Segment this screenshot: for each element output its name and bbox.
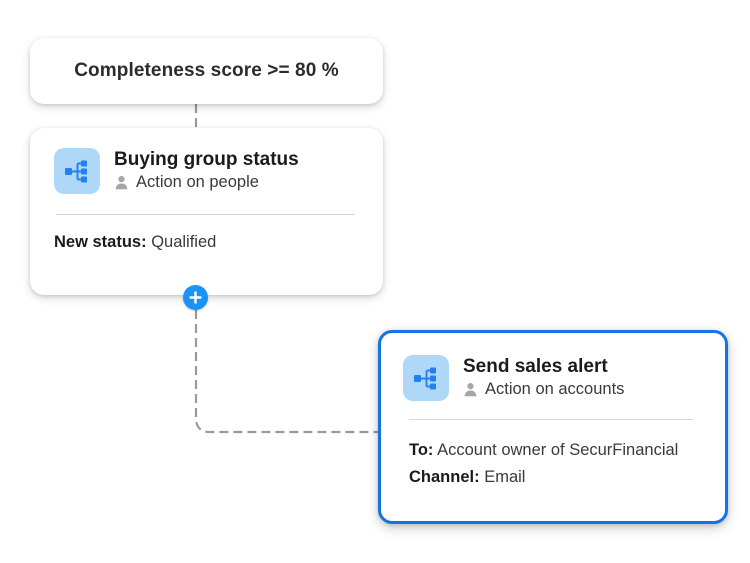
detail-value: Email	[484, 468, 526, 487]
hierarchy-icon	[54, 148, 100, 194]
person-icon	[115, 176, 128, 190]
condition-label: Completeness score >= 80 %	[74, 60, 339, 81]
card-divider	[409, 419, 693, 420]
detail-label: New status:	[54, 233, 147, 251]
card-divider	[56, 214, 355, 215]
card-detail-row: New status: Qualified	[54, 232, 359, 253]
detail-label: To:	[409, 441, 434, 459]
hierarchy-icon	[403, 355, 449, 401]
card-audience-row: Action on people	[114, 173, 299, 193]
action-node-send-sales-alert[interactable]: Send sales alert Action on accounts To: …	[378, 330, 728, 524]
plus-icon	[189, 291, 202, 304]
card-detail-list: New status: Qualified	[54, 232, 359, 253]
card-audience-label: Action on people	[136, 172, 259, 191]
card-header: Send sales alert Action on accounts	[403, 355, 699, 401]
connector-action1-to-action2	[194, 310, 378, 434]
card-detail-row: Channel: Email	[409, 467, 699, 488]
card-title: Send sales alert	[463, 356, 608, 377]
card-audience-label: Action on accounts	[485, 379, 625, 398]
card-header-text: Buying group status Action on people	[114, 148, 299, 193]
detail-value: Qualified	[151, 233, 217, 251]
detail-label: Channel:	[409, 468, 480, 487]
detail-value: Account owner of SecurFinancial	[437, 441, 679, 459]
person-icon	[464, 383, 477, 397]
add-step-button[interactable]	[183, 285, 208, 310]
card-detail-row: To: Account owner of SecurFinancial	[409, 440, 699, 461]
card-header-text: Send sales alert Action on accounts	[463, 355, 624, 400]
condition-node[interactable]: Completeness score >= 80 %	[30, 38, 383, 104]
card-detail-list: To: Account owner of SecurFinancial Chan…	[403, 440, 699, 489]
card-audience-row: Action on accounts	[463, 380, 624, 400]
action-node-buying-group-status[interactable]: Buying group status Action on people New…	[30, 128, 383, 295]
card-header: Buying group status Action on people	[54, 148, 359, 194]
card-title: Buying group status	[114, 149, 299, 170]
